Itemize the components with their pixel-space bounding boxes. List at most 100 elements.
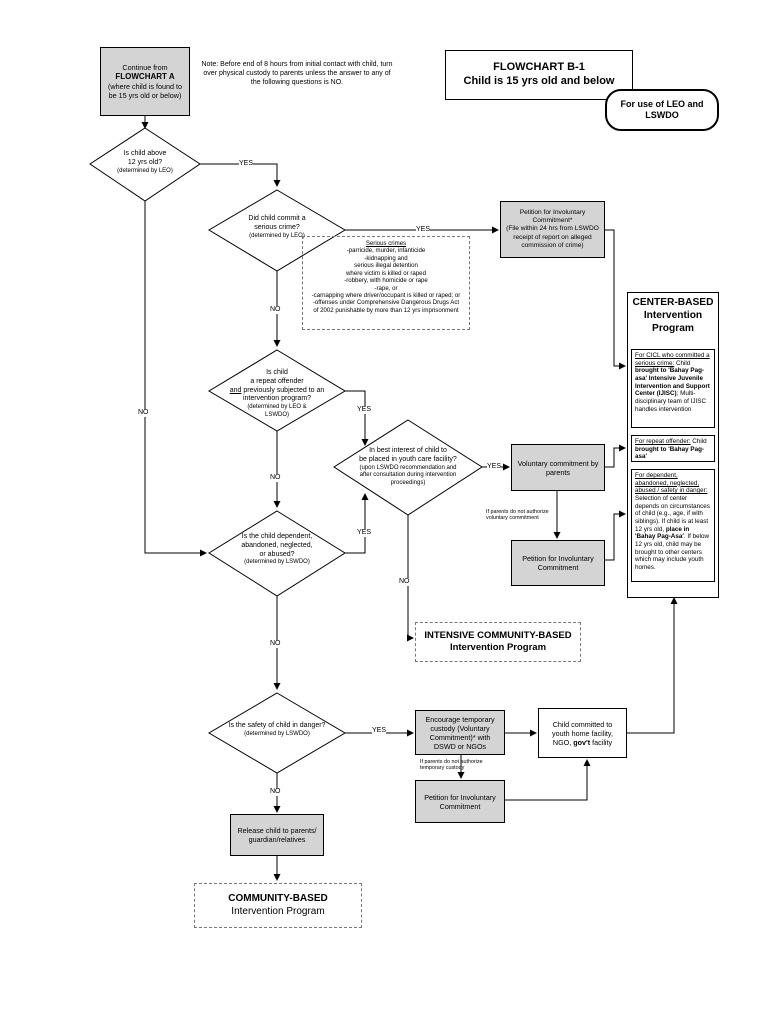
crime-item: -robbery, with homicide or rape <box>344 277 428 285</box>
header-line1: FLOWCHART B-1 <box>493 61 585 74</box>
q2-l1: Did child commit a <box>248 215 306 222</box>
box3-bold: place in 'Bahay Pag-Asa' <box>635 525 690 541</box>
release-text: Release child to parents/ guardian/relat… <box>237 826 317 844</box>
box1-text2: ; Multi-disciplinary team of IJISC handl… <box>635 390 707 413</box>
yes-label: YES <box>239 160 254 169</box>
q3-l1: Is child <box>266 369 288 376</box>
q5-text: In best interest of child to be placed i… <box>346 447 470 487</box>
start-line2: FLOWCHART A <box>115 72 175 81</box>
q2-text: Did child commit a serious crime? (deter… <box>226 215 328 240</box>
q4-l1: Is the child dependent, <box>241 533 313 540</box>
q4-l4: (determined by LSWDO) <box>244 559 310 566</box>
q1-l1: Is child above <box>123 150 167 157</box>
no-label: NO <box>138 409 149 418</box>
no-label: NO <box>270 640 281 649</box>
yes-label: YES <box>372 727 387 736</box>
no-label: NO <box>270 474 281 483</box>
q4-l2: abandoned, neglected, <box>241 541 313 549</box>
q5-l3: (upon LSWDO recommendation and after con… <box>359 464 457 486</box>
crime-item: -rape, or <box>374 284 398 292</box>
q2-l3: (determined by LEO) <box>249 232 305 239</box>
box2-text1: Child <box>690 438 707 445</box>
crime-item: where victim is killed or raped <box>346 269 426 277</box>
crime-item: -parricide, murder, infanticide <box>346 247 426 255</box>
voluntary-note: If parents do not authorize voluntary co… <box>486 509 549 522</box>
box1-text1: Child <box>674 359 691 367</box>
center-title2: Intervention <box>643 309 703 321</box>
q4-l3: or abused? <box>259 550 295 558</box>
release-child-box: Release child to parents/ guardian/relat… <box>230 814 324 856</box>
yes-label: YES <box>487 463 502 472</box>
box3-heading: For dependent, abandoned, neglected, abu… <box>635 472 708 495</box>
custody-note: Note: Before end of 8 hours from initial… <box>201 61 393 87</box>
center-title3: Program <box>652 322 694 334</box>
center-box-serious-crime: For CICL who committed a serious crime: … <box>631 349 715 428</box>
q3-l2: a repeat offender <box>250 377 304 385</box>
yes-label: YES <box>416 226 431 235</box>
q3-l5: (determined by LEO & <box>247 404 307 410</box>
crime-item: -offenses under Comprehensive Dangerous … <box>312 299 460 307</box>
q5-l2: be placed in youth care facility? <box>359 455 457 463</box>
youth-home-b: gov't <box>573 737 591 747</box>
yes-label: YES <box>357 406 372 415</box>
community-l1: COMMUNITY-BASED <box>228 893 328 904</box>
crime-item: -kidnapping and <box>364 254 408 262</box>
q3-l6: LSWDO) <box>265 411 289 418</box>
youth-home-box: Child committed to youth home facility, … <box>538 708 627 758</box>
q3-text: Is child a repeat offender and previousl… <box>216 369 338 419</box>
serious-crimes-box: Serious crimes -parricide, murder, infan… <box>302 236 470 330</box>
box2-heading: For repeat offender: <box>635 438 691 445</box>
voluntary-text: Voluntary commitment by parents <box>517 458 599 477</box>
crime-item: of 2002 punishable by more than 12 yrs i… <box>313 306 459 314</box>
petition-involuntary-box-2: Petition for Involuntary Commitment <box>511 540 605 586</box>
start-line1: Continue from <box>122 63 168 72</box>
start-line3: (where child is found to be 15 yrs old o… <box>108 82 182 100</box>
community-based-box: COMMUNITY-BASED Intervention Program <box>194 883 362 928</box>
center-based-container: CENTER-BASED Intervention Program <box>627 292 719 598</box>
voluntary-commitment-box: Voluntary commitment by parents <box>511 444 605 491</box>
crime-item: -carnapping where driver/occupant is kil… <box>311 291 461 299</box>
box2-bold: brought to 'Bahay Pag-asa' <box>635 445 705 461</box>
q1-l3: (determined by LEO) <box>117 167 173 174</box>
encourage-custody-box: Encourage temporary custody (Voluntary C… <box>415 710 505 755</box>
q6-l1: Is the safety of child in danger? <box>228 722 326 729</box>
start-box: Continue from FLOWCHART A (where child i… <box>100 47 190 116</box>
q2-l2: serious crime? <box>254 223 300 231</box>
q3-l3b: previously subjected to an <box>241 386 325 394</box>
no-label: NO <box>270 306 281 315</box>
youth-home-c: facility <box>590 737 613 747</box>
community-l2: Intervention Program <box>231 905 325 917</box>
header-line2: Child is 15 yrs old and below <box>463 75 615 87</box>
youth-home-a: Child committed to youth home facility, … <box>552 719 613 747</box>
petition2-text: Petition for Involuntary Commitment <box>522 554 594 572</box>
yes-label: YES <box>357 529 372 538</box>
box3-text2: . If below 12 yrs old, child may be brou… <box>635 533 710 572</box>
use-for-line1: For use of LEO and <box>620 98 704 109</box>
box3-text1: Selection of center depends on circumsta… <box>635 495 710 533</box>
q6-text: Is the safety of child in danger? (deter… <box>214 722 340 738</box>
box1-bold: brought to 'Bahay Pag-asa' Intensive Juv… <box>635 367 710 398</box>
petition-involuntary-box-3: Petition for Involuntary Commitment <box>415 780 505 823</box>
petition1-detail: (File within 24 hrs from LSWDO receipt o… <box>506 225 599 249</box>
petition1-title: Petition for Involuntary Commitment* <box>519 208 586 225</box>
encourage-note: If parents do not authorize temporary cu… <box>420 759 483 772</box>
center-box-dependent: For dependent, abandoned, neglected, abu… <box>631 469 715 582</box>
q4-text: Is the child dependent, abandoned, negle… <box>222 533 332 567</box>
q6-l2: (determined by LSWDO) <box>244 730 310 737</box>
q3-l3a: and <box>229 386 242 394</box>
no-label: NO <box>270 788 281 797</box>
center-title1: CENTER-BASED <box>632 297 714 308</box>
no-label: NO <box>399 578 410 587</box>
use-for-line2: LSWDO <box>645 110 679 120</box>
serious-crimes-title: Serious crimes <box>365 240 407 247</box>
intensive-community-box: INTENSIVE COMMUNITY-BASED Intervention P… <box>415 622 581 662</box>
q3-l4: intervention program? <box>242 395 312 403</box>
q1-l2: 12 yrs old? <box>127 158 163 166</box>
q5-l1: In best interest of child to <box>369 447 447 454</box>
encourage-text: Encourage temporary custody (Voluntary C… <box>425 714 495 751</box>
intensive-l2: Intervention Program <box>449 642 547 653</box>
crime-item: serious illegal detention <box>354 262 418 270</box>
petition3-text: Petition for Involuntary Commitment <box>424 792 496 811</box>
flowchart-header: FLOWCHART B-1 Child is 15 yrs old and be… <box>445 50 633 100</box>
